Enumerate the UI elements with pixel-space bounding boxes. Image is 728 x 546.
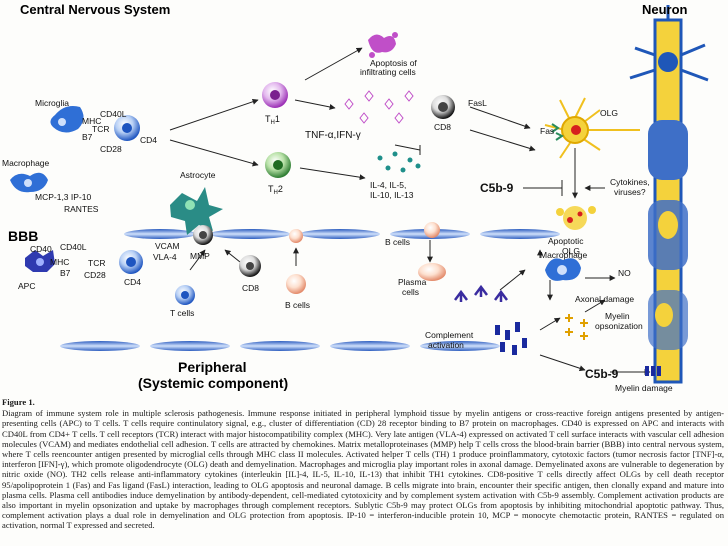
cns-title: Central Nervous System (20, 2, 170, 17)
tnf-cytokines (344, 90, 414, 124)
apoptosis-label-2: infiltrating cells (360, 67, 416, 77)
microglia-label: Microglia (35, 98, 69, 108)
mmp-label: MMP (190, 251, 210, 261)
tcr-top-label: TCR (92, 124, 109, 134)
plasma-label-2: cells (402, 287, 419, 297)
tnf-label: TNF-α,IFN-γ (305, 130, 361, 141)
cd28-bbb-label: CD28 (84, 270, 106, 280)
tcr-bbb-label: TCR (88, 258, 105, 268)
th2-label: TH2 (268, 184, 283, 196)
no-label: NO (618, 268, 631, 278)
caption-text: Diagram of immune system role in multipl… (2, 408, 724, 531)
cytokines-label: Cytokines, (610, 177, 650, 187)
b7-bbb-label: B7 (60, 268, 71, 278)
cd40l-bbb-label: CD40L (60, 242, 87, 252)
olg-cell (544, 97, 640, 159)
fas-label: Fas (540, 126, 554, 136)
apoptotic-label: Apoptotic (548, 236, 584, 246)
peripheral-subtitle: (Systemic component) (138, 375, 288, 391)
vla4-label: VLA-4 (153, 252, 177, 262)
c5b9-bottom-label: C5b-9 (585, 367, 619, 381)
il-label-1: IL-4, IL-5, (370, 180, 406, 190)
cd4-top-label: CD4 (140, 135, 157, 145)
t-cells-label: T cells (170, 308, 194, 318)
microglia-cell (50, 106, 84, 133)
bbb-label: BBB (8, 228, 38, 244)
cd8-bbb-label: CD8 (242, 283, 259, 293)
b-cell-bbb (289, 229, 303, 243)
antibodies (454, 284, 508, 302)
mhc-top-label: MHC (82, 116, 101, 126)
vcam-label: VCAM (155, 241, 180, 251)
b7-top-label: B7 (82, 132, 93, 142)
c5b9-mid-label: C5b-9 (480, 181, 514, 195)
opsonization-label: opsonization (595, 321, 643, 331)
arrows (169, 47, 651, 375)
apc-cell (25, 250, 55, 272)
viruses-label: viruses? (614, 187, 646, 197)
b-cells-bottom-label: B cells (285, 300, 310, 310)
complement-label: Complement (425, 330, 474, 340)
plasma-label: Plasma (398, 277, 427, 287)
cd4-bbb-label: CD4 (124, 277, 141, 287)
macrophage-left (10, 172, 48, 193)
peripheral-membrane (60, 341, 500, 351)
apc-label: APC (18, 281, 35, 291)
apoptosis-cell (368, 32, 398, 58)
peripheral-title: Peripheral (178, 359, 246, 375)
fasl-label: FasL (468, 98, 487, 108)
olg-label: OLG (600, 108, 618, 118)
macrophage-right-label: Macrophage (540, 250, 588, 260)
cd40l-top-label: CD40L (100, 109, 127, 119)
th1-label: TH1 (265, 114, 280, 126)
complement-blocks (495, 322, 527, 355)
mcp-ip-label: MCP-1,3 IP-10 (35, 192, 91, 202)
neuron-title: Neuron (642, 2, 688, 17)
apoptotic-olg-label: OLG (562, 246, 580, 256)
b-cell-mid (424, 222, 440, 238)
cd8-top-label: CD8 (434, 122, 451, 132)
complement-label-2: activation (428, 340, 464, 350)
myelin-label: Myelin (605, 311, 630, 321)
macrophage-right (545, 258, 581, 281)
cd40-bbb-label: CD40 (30, 244, 52, 254)
astrocyte-cell (170, 187, 223, 235)
il-label-2: IL-10, IL-13 (370, 190, 414, 200)
macrophage-left-label: Macrophage (2, 158, 50, 168)
myelin-damage-label: Myelin damage (615, 383, 673, 393)
axonal-label: Axonal damage (575, 294, 634, 304)
astrocyte-label: Astrocyte (180, 170, 216, 180)
plasma-cell (418, 263, 446, 281)
opsonization-marks (565, 314, 588, 340)
figure-label: Figure 1. (2, 397, 35, 407)
il-cytokines (377, 151, 421, 173)
cd28-top-label: CD28 (100, 144, 122, 154)
apoptosis-label: Apoptosis of (370, 58, 417, 68)
diagram-canvas: Central Nervous System Neuron BBB Periph… (2, 2, 709, 393)
figure-caption: Figure 1. Diagram of immune system role … (2, 397, 724, 531)
neuron-axon (629, 5, 709, 384)
mhc-bbb-label: MHC (50, 257, 69, 267)
rantes-label: RANTES (64, 204, 99, 214)
b-cell-bottom (286, 274, 306, 294)
apoptotic-olg (556, 206, 596, 230)
c5b9-complex (645, 366, 661, 376)
b-cells-mid-label: B cells (385, 237, 410, 247)
